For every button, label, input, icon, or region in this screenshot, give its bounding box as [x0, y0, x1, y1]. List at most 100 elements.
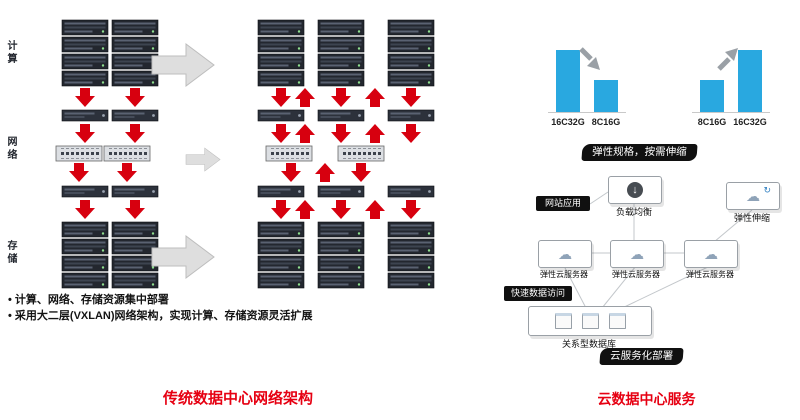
traffic-down-arrow — [331, 200, 351, 219]
cloud-icon: ☁ — [746, 188, 760, 204]
server-unit — [317, 36, 365, 53]
bar-label: 16C32G — [551, 117, 585, 127]
traffic-down-arrow — [75, 88, 95, 107]
traffic-down-arrow — [271, 200, 291, 219]
traffic-down-arrow — [271, 88, 291, 107]
storage-unit — [317, 255, 365, 272]
traffic-up-arrow — [295, 124, 315, 143]
chart-baseline-right — [692, 112, 770, 113]
server-unit — [111, 36, 159, 53]
scale-down-arrow-icon — [579, 47, 600, 70]
storage-unit — [387, 221, 435, 238]
server-unit — [61, 36, 109, 53]
banner-elastic-spec: 弹性规格，按需伸缩 — [581, 144, 698, 161]
rack-server — [317, 109, 365, 122]
cloud-icon: ☁ — [558, 246, 572, 262]
ecs-node-1: ☁ — [538, 240, 592, 268]
storage-unit — [317, 221, 365, 238]
server-unit — [257, 70, 305, 87]
ecs-label-3: 弹性云服务器 — [686, 270, 734, 279]
storage-unit — [257, 238, 305, 255]
storage-unit — [111, 221, 159, 238]
layer-label-storage: 存储 — [5, 240, 16, 266]
traffic-up-arrow — [365, 200, 385, 219]
switch — [55, 145, 103, 162]
server-unit — [387, 36, 435, 53]
switch — [265, 145, 313, 162]
rack-server — [257, 185, 305, 198]
note-line-1: • 计算、网络、存储资源集中部署 — [8, 294, 169, 306]
traffic-down-arrow — [125, 124, 145, 143]
traffic-up-arrow — [295, 200, 315, 219]
traffic-up-arrow — [315, 163, 335, 182]
rack-server — [111, 109, 159, 122]
storage-unit — [61, 272, 109, 289]
web-app-tag: 网站应用 — [536, 196, 590, 211]
server-unit — [317, 53, 365, 70]
server-unit — [257, 53, 305, 70]
storage-unit — [111, 238, 159, 255]
left-caption: 传统数据中心网络架构 — [162, 390, 313, 407]
switch — [103, 145, 151, 162]
bar-label: 8C16G — [591, 117, 621, 127]
server-unit — [61, 70, 109, 87]
traffic-down-arrow — [331, 124, 351, 143]
load-balancer-node: ↓ — [608, 176, 662, 204]
rack-server — [387, 185, 435, 198]
right-caption: 云数据中心服务 — [597, 391, 696, 407]
storage-unit — [387, 272, 435, 289]
transition-arrow — [185, 147, 221, 172]
server-unit — [387, 19, 435, 36]
traffic-up-arrow — [295, 88, 315, 107]
rack-server — [257, 109, 305, 122]
bar-label: 16C32G — [733, 117, 767, 127]
storage-unit — [61, 238, 109, 255]
ecs-label-2: 弹性云服务器 — [612, 270, 660, 279]
traffic-up-arrow — [365, 88, 385, 107]
storage-unit — [257, 272, 305, 289]
traffic-down-arrow — [117, 163, 137, 182]
storage-unit — [317, 238, 365, 255]
server-unit — [387, 53, 435, 70]
server-unit — [257, 19, 305, 36]
scale-up-arrow-icon — [717, 48, 738, 71]
bar-8c16g-left — [594, 80, 618, 112]
download-icon: ↓ — [627, 182, 643, 198]
rack-server — [111, 185, 159, 198]
traffic-down-arrow — [401, 124, 421, 143]
server-unit — [61, 19, 109, 36]
traffic-down-arrow — [75, 200, 95, 219]
layer-label-network: 网络 — [5, 136, 16, 162]
server-unit — [317, 70, 365, 87]
traffic-up-arrow — [365, 124, 385, 143]
server-unit — [317, 19, 365, 36]
load-balancer-label: 负载均衡 — [615, 207, 652, 217]
chart-baseline-left — [548, 112, 626, 113]
auto-scaling-label: 弹性伸缩 — [733, 213, 770, 223]
ecs-node-3: ☁ — [684, 240, 738, 268]
bar-16c32g-right — [738, 50, 762, 112]
rds-node — [528, 306, 652, 336]
fast-access-tag: 快速数据访问 — [504, 286, 572, 301]
auto-scaling-node: ☁ ↻ — [726, 182, 780, 210]
traffic-down-arrow — [125, 88, 145, 107]
ecs-node-2: ☁ — [610, 240, 664, 268]
db-icon — [608, 313, 626, 329]
storage-unit — [111, 272, 159, 289]
note-line-2: • 采用大二层(VXLAN)网络架构，实现计算、存储资源灵活扩展 — [8, 310, 313, 322]
traffic-down-arrow — [281, 163, 301, 182]
transition-arrow — [151, 43, 215, 87]
bar-label: 8C16G — [697, 117, 727, 127]
bar-16c32g-left — [556, 50, 580, 112]
traffic-down-arrow — [69, 163, 89, 182]
traffic-down-arrow — [75, 124, 95, 143]
rack-server — [387, 109, 435, 122]
traffic-down-arrow — [125, 200, 145, 219]
traffic-down-arrow — [401, 200, 421, 219]
switch — [337, 145, 385, 162]
storage-unit — [387, 255, 435, 272]
rack-server — [317, 185, 365, 198]
bar-8c16g-right — [700, 80, 724, 112]
cloud-icon: ☁ — [630, 246, 644, 262]
